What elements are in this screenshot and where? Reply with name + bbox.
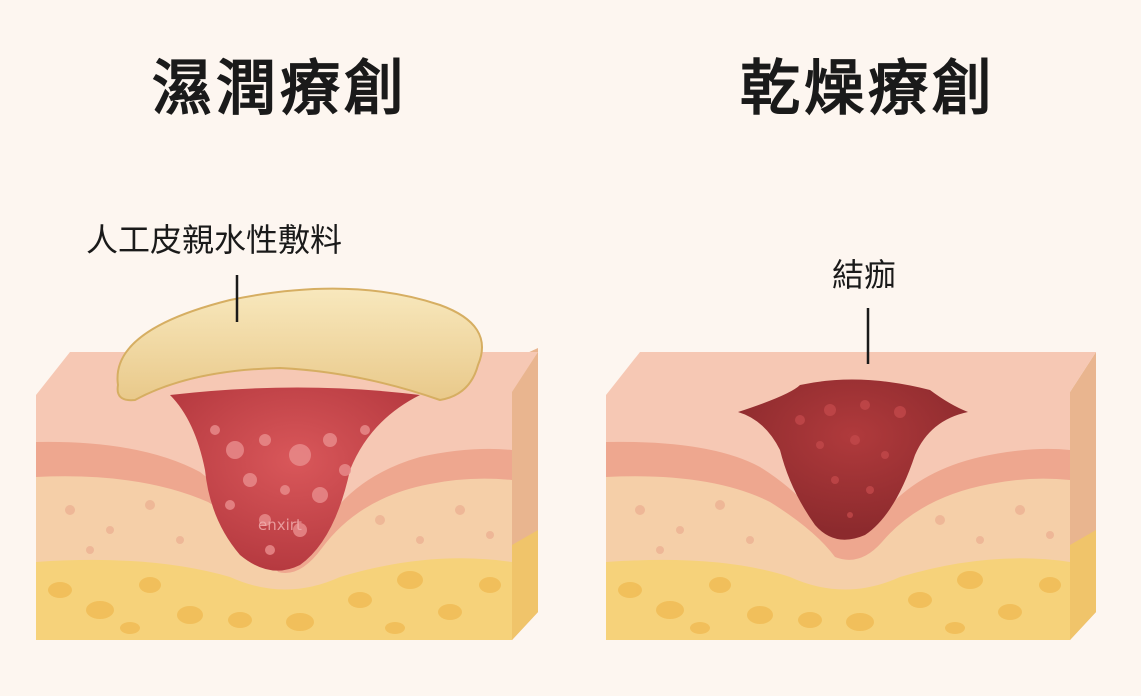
left-tissue-dots: [65, 500, 494, 554]
left-watermark: enxirt: [258, 516, 302, 534]
right-dermis-band: [606, 439, 1070, 560]
dressing-label: 人工皮親水性敷料: [86, 221, 343, 259]
right-panel-title: 乾燥療創: [740, 54, 996, 124]
right-scab-texture: [795, 400, 906, 518]
left-fat-layer: [36, 556, 512, 640]
left-fat-cells: [48, 571, 501, 634]
left-skin-block: enxirt: [36, 275, 538, 640]
left-subcutis-layer: [36, 474, 512, 590]
left-wound-bubbles: [210, 425, 370, 555]
left-dermis-band: [36, 439, 512, 573]
dressing: [116, 287, 483, 402]
right-tissue-dots: [635, 500, 1054, 554]
right-fat-cells: [618, 571, 1061, 634]
right-skin-block: [606, 308, 1096, 640]
scab-label: 結痂: [832, 256, 897, 294]
left-panel-title: 濕潤療創: [152, 54, 408, 124]
left-wound: [170, 387, 420, 571]
